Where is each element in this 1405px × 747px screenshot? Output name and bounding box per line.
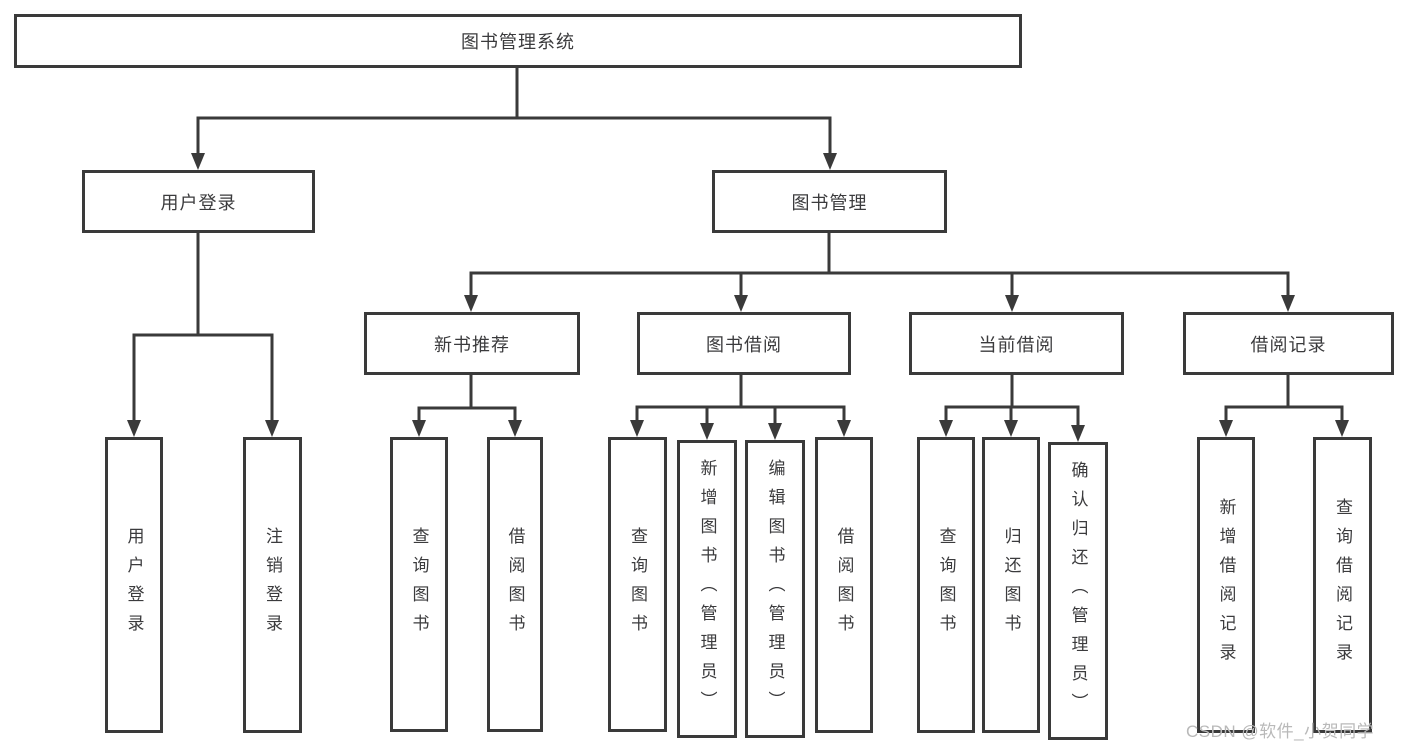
leaf-query-books-recommend: 查询图书 (390, 437, 448, 732)
connector-book-borrow-group (630, 375, 851, 440)
connector-current-borrow-group (939, 375, 1085, 442)
leaf-edit-book-admin: 编辑图书（管理员） (745, 440, 805, 738)
leaf-query-books-borrow: 查询图书 (608, 437, 667, 732)
leaf-confirm-return-admin: 确认归还（管理员） (1048, 442, 1108, 740)
leaf-logout: 注销登录 (243, 437, 302, 733)
node-book-borrow: 图书借阅 (637, 312, 851, 375)
leaf-add-book-admin: 新增图书（管理员） (677, 440, 737, 738)
node-borrow-records: 借阅记录 (1183, 312, 1394, 375)
watermark: CSDN @软件_小贺同学 (1186, 722, 1375, 741)
connector-new-book-group (412, 375, 522, 437)
node-user-login: 用户登录 (82, 170, 315, 233)
node-current-borrow: 当前借阅 (909, 312, 1124, 375)
leaf-query-borrow-record: 查询借阅记录 (1313, 437, 1372, 733)
leaf-borrow-books: 借阅图书 (815, 437, 873, 733)
leaf-borrow-books-recommend: 借阅图书 (487, 437, 543, 732)
node-new-book-recommend: 新书推荐 (364, 312, 580, 375)
leaf-return-book: 归还图书 (982, 437, 1040, 733)
leaf-query-books-current: 查询图书 (917, 437, 975, 733)
node-root: 图书管理系统 (14, 14, 1022, 68)
connector-root-to-level2 (191, 68, 837, 170)
node-book-mgmt: 图书管理 (712, 170, 947, 233)
leaf-user-login: 用户登录 (105, 437, 163, 733)
leaf-add-borrow-record: 新增借阅记录 (1197, 437, 1255, 733)
connector-user-login-branch (127, 233, 279, 437)
connector-book-mgmt-branch (464, 233, 1295, 312)
connector-borrow-records-group (1219, 375, 1349, 437)
